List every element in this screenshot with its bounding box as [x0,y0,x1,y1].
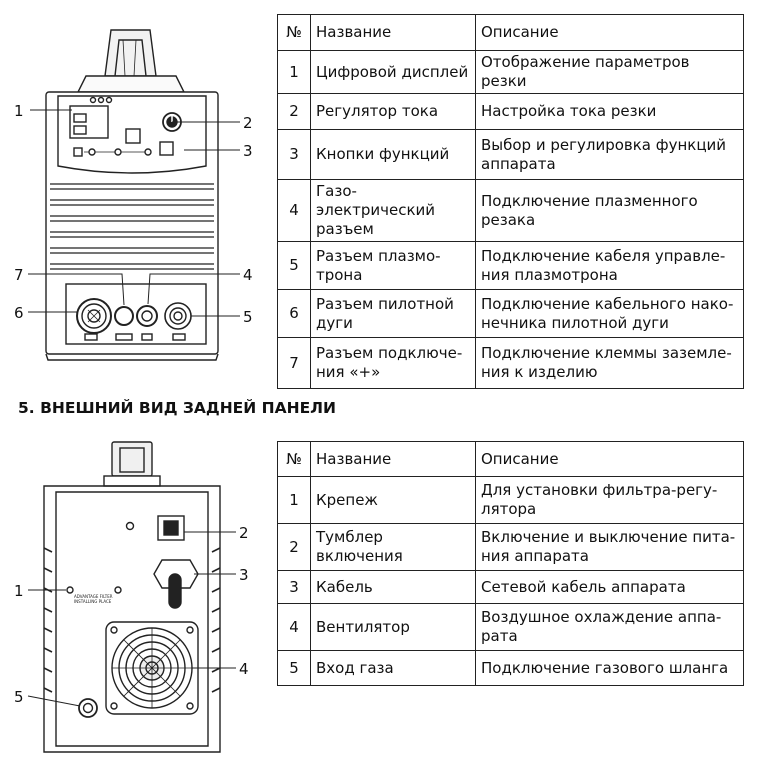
row-name: Вентилятор [310,603,476,651]
row-number: 4 [277,603,311,651]
row-name: Крепеж [310,476,476,524]
table-header-row: № Название Описание [277,441,744,477]
row-number: 7 [277,337,311,389]
rear-panel-drawing: ADVANTAGE FILTER INSTALLING PLACE 1 2 3 … [8,440,270,758]
rear-callout-2: 2 [239,524,249,542]
rear-panel-table: № Название Описание 1 Крепеж Для установ… [277,441,744,686]
row-number: 5 [277,241,311,290]
row-name: Кнопки функций [310,129,476,180]
row-description: Настройка тока резки [475,93,744,130]
rear-callout-5: 5 [14,688,24,706]
row-name: Регулятор тока [310,93,476,130]
column-header-number: № [277,441,311,477]
rear-callout-4: 4 [239,660,249,678]
row-description: Включение и выключение пита-ния аппарата [475,523,744,571]
row-number: 1 [277,50,311,94]
column-header-number: № [277,14,311,51]
row-number: 6 [277,289,311,338]
front-callout-2: 2 [243,114,253,132]
front-callout-7: 7 [14,266,24,284]
row-number: 2 [277,93,311,130]
row-name: Разъем пилотной дуги [310,289,476,338]
row-description: Воздушное охлаждение аппа-рата [475,603,744,651]
table-row: 1 Крепеж Для установки фильтра-регу-лято… [277,476,744,524]
front-callout-6: 6 [14,304,24,322]
row-description: Подключение клеммы заземле-ния к изделию [475,337,744,389]
front-panel-drawing: 1 2 3 4 5 6 7 [8,14,270,374]
table-row: 2 Тумблер включения Включение и выключен… [277,523,744,571]
row-description: Подключение кабеля управле-ния плазмотро… [475,241,744,290]
row-description: Отображение параметров резки [475,50,744,94]
row-name: Тумблер включения [310,523,476,571]
table-row: 4 Газо-электрический разъем Подключение … [277,179,744,242]
rear-plate-text-line-2: INSTALLING PLACE [74,599,112,604]
row-number: 3 [277,129,311,180]
table-row: 2 Регулятор тока Настройка тока резки [277,93,744,130]
table-header-row: № Название Описание [277,14,744,51]
table-row: 5 Разъем плазмо-трона Подключение кабеля… [277,241,744,290]
front-callout-4: 4 [243,266,253,284]
front-callout-5: 5 [243,308,253,326]
row-description: Выбор и регулировка функций аппарата [475,129,744,180]
row-number: 5 [277,650,311,686]
section-title: 5. ВНЕШНИЙ ВИД ЗАДНЕЙ ПАНЕЛИ [18,399,337,417]
row-number: 3 [277,570,311,604]
front-callout-1: 1 [14,102,24,120]
column-header-description: Описание [475,441,744,477]
table-row: 3 Кабель Сетевой кабель аппарата [277,570,744,604]
row-name: Разъем подключе-ния «+» [310,337,476,389]
row-name: Газо-электрический разъем [310,179,476,242]
front-panel-table: № Название Описание 1 Цифровой дисплей О… [277,14,744,389]
front-callout-3: 3 [243,142,253,160]
table-row: 1 Цифровой дисплей Отображение параметро… [277,50,744,94]
column-header-name: Название [310,14,476,51]
row-description: Сетевой кабель аппарата [475,570,744,604]
table-row: 6 Разъем пилотной дуги Подключение кабел… [277,289,744,338]
row-number: 1 [277,476,311,524]
row-number: 4 [277,179,311,242]
row-description: Подключение плазменного резака [475,179,744,242]
rear-callout-1: 1 [14,582,24,600]
table-row: 5 Вход газа Подключение газового шланга [277,650,744,686]
row-description: Подключение кабельного нако-нечника пило… [475,289,744,338]
rear-callout-3: 3 [239,566,249,584]
rear-plate-text-line-1: ADVANTAGE FILTER [74,594,113,599]
row-number: 2 [277,523,311,571]
column-header-description: Описание [475,14,744,51]
table-row: 7 Разъем подключе-ния «+» Подключение кл… [277,337,744,389]
table-row: 3 Кнопки функций Выбор и регулировка фун… [277,129,744,180]
row-description: Подключение газового шланга [475,650,744,686]
row-name: Кабель [310,570,476,604]
row-name: Вход газа [310,650,476,686]
table-row: 4 Вентилятор Воздушное охлаждение аппа-р… [277,603,744,651]
row-description: Для установки фильтра-регу-лятора [475,476,744,524]
column-header-name: Название [310,441,476,477]
row-name: Разъем плазмо-трона [310,241,476,290]
row-name: Цифровой дисплей [310,50,476,94]
